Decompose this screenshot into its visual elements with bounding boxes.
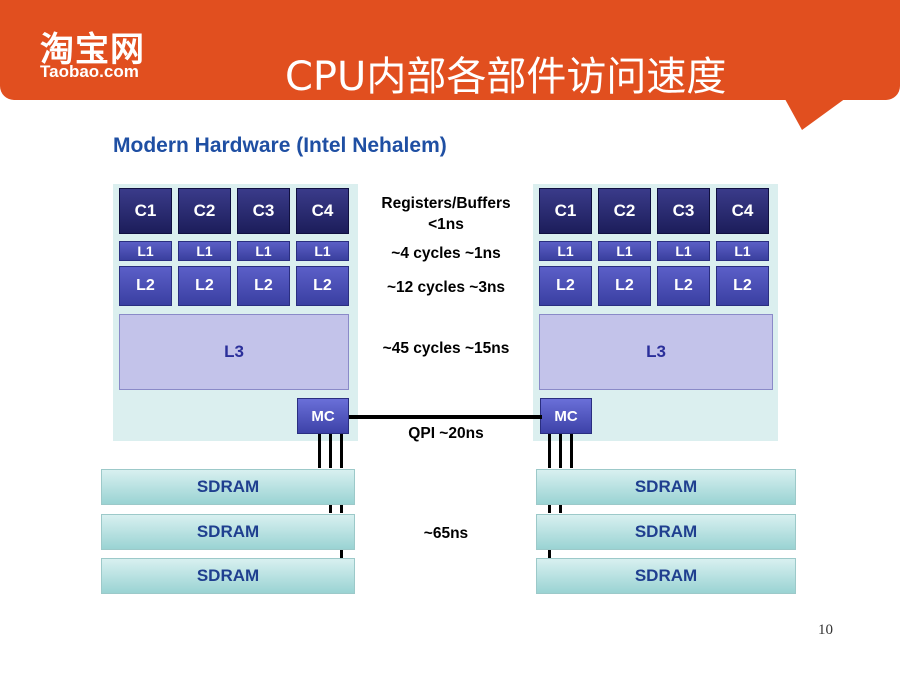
page-number: 10 (818, 622, 833, 638)
dram-latency-label: ~65ns (423, 525, 469, 542)
qpi-link (349, 415, 542, 419)
registers-label: Registers/Buffers (381, 195, 511, 212)
right-l1-cache: L1 (657, 241, 710, 261)
left-l2-cache: L2 (296, 266, 349, 306)
memory-bus-wire (340, 505, 343, 513)
right-core-c2: C2 (598, 188, 651, 234)
l1-latency-label: ~4 cycles ~1ns (391, 245, 501, 262)
left-l1-cache: L1 (178, 241, 231, 261)
right-sdram-module: SDRAM (536, 558, 796, 594)
memory-bus-wire (548, 550, 551, 558)
left-l2-cache: L2 (178, 266, 231, 306)
memory-bus-wire (570, 434, 573, 468)
right-l1-cache: L1 (716, 241, 769, 261)
memory-bus-wire (548, 434, 551, 468)
right-l1-cache: L1 (598, 241, 651, 261)
memory-bus-wire (548, 505, 551, 513)
left-l1-cache: L1 (296, 241, 349, 261)
right-core-c1: C1 (539, 188, 592, 234)
left-core-c1: C1 (119, 188, 172, 234)
left-sdram-module: SDRAM (101, 469, 355, 505)
header-speech-tail (780, 90, 857, 130)
left-l2-cache: L2 (237, 266, 290, 306)
left-core-c4: C4 (296, 188, 349, 234)
right-l2-cache: L2 (657, 266, 710, 306)
taobao-logo-cn: 淘宝网 (40, 30, 145, 70)
right-sdram-module: SDRAM (536, 514, 796, 550)
l3-latency-label: ~45 cycles ~15ns (382, 340, 510, 357)
l2-latency-label: ~12 cycles ~3ns (386, 279, 506, 296)
left-l1-cache: L1 (237, 241, 290, 261)
right-core-c4: C4 (716, 188, 769, 234)
right-l3-cache: L3 (539, 314, 773, 390)
registers-latency-label: <1ns (428, 216, 464, 233)
qpi-latency-label: QPI ~20ns (408, 425, 484, 442)
left-memory-controller: MC (297, 398, 349, 434)
diagram-subtitle: Modern Hardware (Intel Nehalem) (113, 134, 447, 157)
header-bar (0, 0, 900, 100)
slide-title: CPU内部各部件访问速度 (285, 54, 727, 100)
memory-bus-wire (340, 550, 343, 558)
right-core-c3: C3 (657, 188, 710, 234)
right-l2-cache: L2 (716, 266, 769, 306)
memory-bus-wire (329, 434, 332, 468)
left-l1-cache: L1 (119, 241, 172, 261)
memory-bus-wire (559, 434, 562, 468)
memory-bus-wire (318, 434, 321, 468)
memory-bus-wire (340, 434, 343, 468)
left-core-c3: C3 (237, 188, 290, 234)
left-sdram-module: SDRAM (101, 514, 355, 550)
left-sdram-module: SDRAM (101, 558, 355, 594)
right-sdram-module: SDRAM (536, 469, 796, 505)
right-l2-cache: L2 (598, 266, 651, 306)
left-l2-cache: L2 (119, 266, 172, 306)
right-l2-cache: L2 (539, 266, 592, 306)
left-core-c2: C2 (178, 188, 231, 234)
left-l3-cache: L3 (119, 314, 349, 390)
memory-bus-wire (329, 505, 332, 513)
taobao-logo-en: Taobao.com (40, 62, 139, 81)
right-l1-cache: L1 (539, 241, 592, 261)
right-memory-controller: MC (540, 398, 592, 434)
memory-bus-wire (559, 505, 562, 513)
